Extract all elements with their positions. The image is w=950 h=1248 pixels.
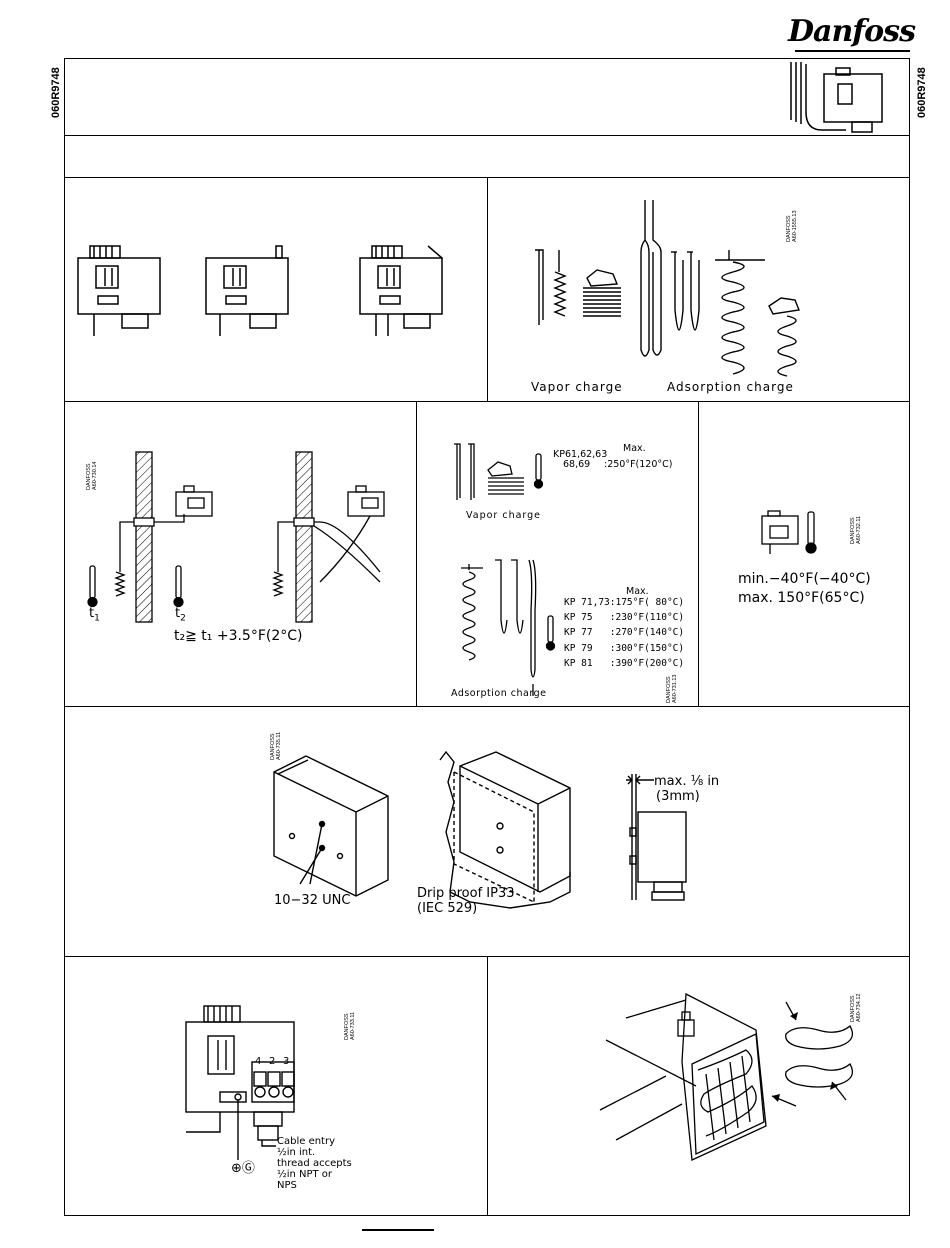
drip-proof-line2: (IEC 529): [417, 901, 478, 916]
vapor-models-line2: 68,69: [563, 459, 591, 470]
ambient-min: min.−40°F(−40°C): [738, 571, 871, 587]
wiring-drawing: [185, 1005, 295, 1160]
ads-row: KP 81 :390°F(200°C): [564, 657, 685, 669]
panel7-drawing-code: DANFOSS A60-733.11: [344, 1011, 356, 1040]
temperature-formula: t₂≧ t₁ +3.5°F(2°C): [174, 628, 303, 644]
footer-rule: [362, 1229, 434, 1231]
cable-entry-label: Cable entry ½in int. thread accepts ½in …: [277, 1136, 352, 1191]
danfoss-logo: Danfoss: [788, 14, 916, 49]
cable-line: ½in int.: [277, 1147, 316, 1158]
logo-underline: [795, 50, 910, 52]
cable-line: Cable entry: [277, 1136, 336, 1147]
installation-temperature-drawing: [87, 451, 385, 623]
cable-line: NPS: [277, 1180, 297, 1191]
vapor-models-line1: KP61,62,63: [553, 449, 608, 460]
sensor-types-drawing: [535, 200, 800, 377]
vapor-max-header: Max.: [623, 443, 646, 454]
header-thermostat-thumbnail: [790, 62, 883, 133]
ads-row: KP 71,73:175°F( 80°C): [564, 597, 685, 608]
t2-label: t2: [175, 606, 186, 624]
t1-label: t1: [89, 606, 100, 624]
doc-code-right: 060R9748: [916, 67, 928, 118]
subheader-box: [64, 135, 910, 178]
screw-label: 10−32 UNC: [274, 893, 351, 908]
panel5-drawing-code: DANFOSS A60-732.11: [850, 515, 862, 544]
drip-proof-line1: Drip proof IP33: [417, 886, 515, 901]
evaporator-drawing: [599, 992, 854, 1161]
panel4-drawing-code: DANFOSS A60-731.13: [666, 674, 678, 703]
vapor-max-value: :250°F(120°C): [604, 459, 673, 470]
mounting-drawing: [273, 750, 687, 909]
vapor-charge-drawing: [454, 443, 544, 500]
gap-line2: (3mm): [656, 789, 700, 804]
panel4-vapor-label: Vapor charge: [466, 510, 542, 521]
ads-row: KP 75 :230°F(110°C): [564, 612, 685, 624]
terminal-2: 2: [269, 1056, 276, 1067]
ads-row: KP 79 :300°F(150°C): [564, 642, 685, 654]
cable-line: ½in NPT or: [277, 1169, 333, 1180]
cable-line: thread accepts: [277, 1158, 352, 1169]
terminal-3: 3: [283, 1056, 290, 1067]
ads-rows: KP 71,73:175°F( 80°C) KP 75 :230°F(110°C…: [564, 597, 684, 673]
panel2-vapor-label: Vapor charge: [531, 380, 623, 394]
doc-code-left: 060R9748: [50, 67, 62, 118]
ads-row: KP 77 :270°F(140°C): [564, 627, 685, 639]
ground-symbol: ⊕Ⓖ: [231, 1161, 255, 1176]
panel4-adsorption-label: Adsorption charge: [451, 688, 547, 699]
gap-line1: max. ⅛ in: [654, 774, 720, 789]
ads-max-header: Max.: [626, 586, 649, 597]
panel2-adsorption-label: Adsorption charge: [667, 380, 794, 394]
ambient-max: max. 150°F(65°C): [738, 590, 865, 606]
ambient-thermostat-drawing: [761, 510, 817, 554]
terminal-4: 4: [255, 1056, 262, 1067]
thermostat-models-drawing: [77, 245, 443, 336]
panel-evaporator-placement: [487, 956, 910, 1216]
adsorption-charge-drawing: [461, 559, 556, 696]
header-box: [64, 58, 910, 136]
